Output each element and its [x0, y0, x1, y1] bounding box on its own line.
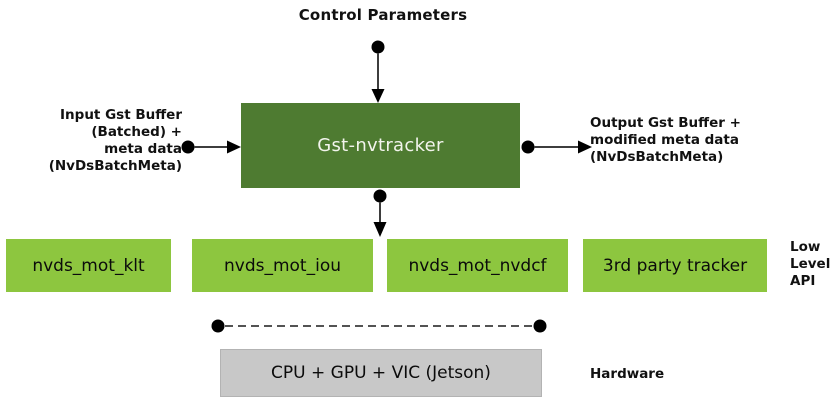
gst-nvtracker-box: Gst-nvtracker — [241, 103, 520, 188]
arrow-down-control-parameters-icon — [371, 40, 385, 103]
arrow-down-low-level-icon — [373, 189, 387, 237]
nvds-mot-nvdcf-label: nvds_mot_nvdcf — [408, 255, 547, 276]
low-level-api-label: Low Level API — [790, 239, 831, 289]
third-party-tracker-label: 3rd party tracker — [602, 255, 748, 276]
hardware-box: CPU + GPU + VIC (Jetson) — [220, 349, 542, 397]
nvds-mot-klt-label: nvds_mot_klt — [32, 255, 145, 276]
low-level-box-3rd-party-tracker: 3rd party tracker — [583, 239, 767, 292]
nvds-mot-iou-label: nvds_mot_iou — [223, 255, 341, 276]
hardware-box-label: CPU + GPU + VIC (Jetson) — [271, 363, 491, 383]
low-level-box-nvds-mot-iou: nvds_mot_iou — [192, 239, 373, 292]
input-gst-buffer-label: Input Gst Buffer (Batched) + meta data (… — [48, 107, 182, 174]
control-parameters-title: Control Parameters — [298, 6, 468, 24]
low-level-box-nvds-mot-nvdcf: nvds_mot_nvdcf — [387, 239, 568, 292]
gst-nvtracker-box-label: Gst-nvtracker — [317, 135, 444, 156]
arrow-right-input-icon — [181, 140, 241, 154]
output-gst-buffer-label: Output Gst Buffer + modified meta data (… — [590, 115, 741, 165]
dashed-connector-icon — [211, 319, 547, 333]
hardware-label: Hardware — [590, 366, 665, 382]
low-level-box-nvds-mot-klt: nvds_mot_klt — [6, 239, 171, 292]
arrow-right-output-icon — [521, 140, 592, 154]
